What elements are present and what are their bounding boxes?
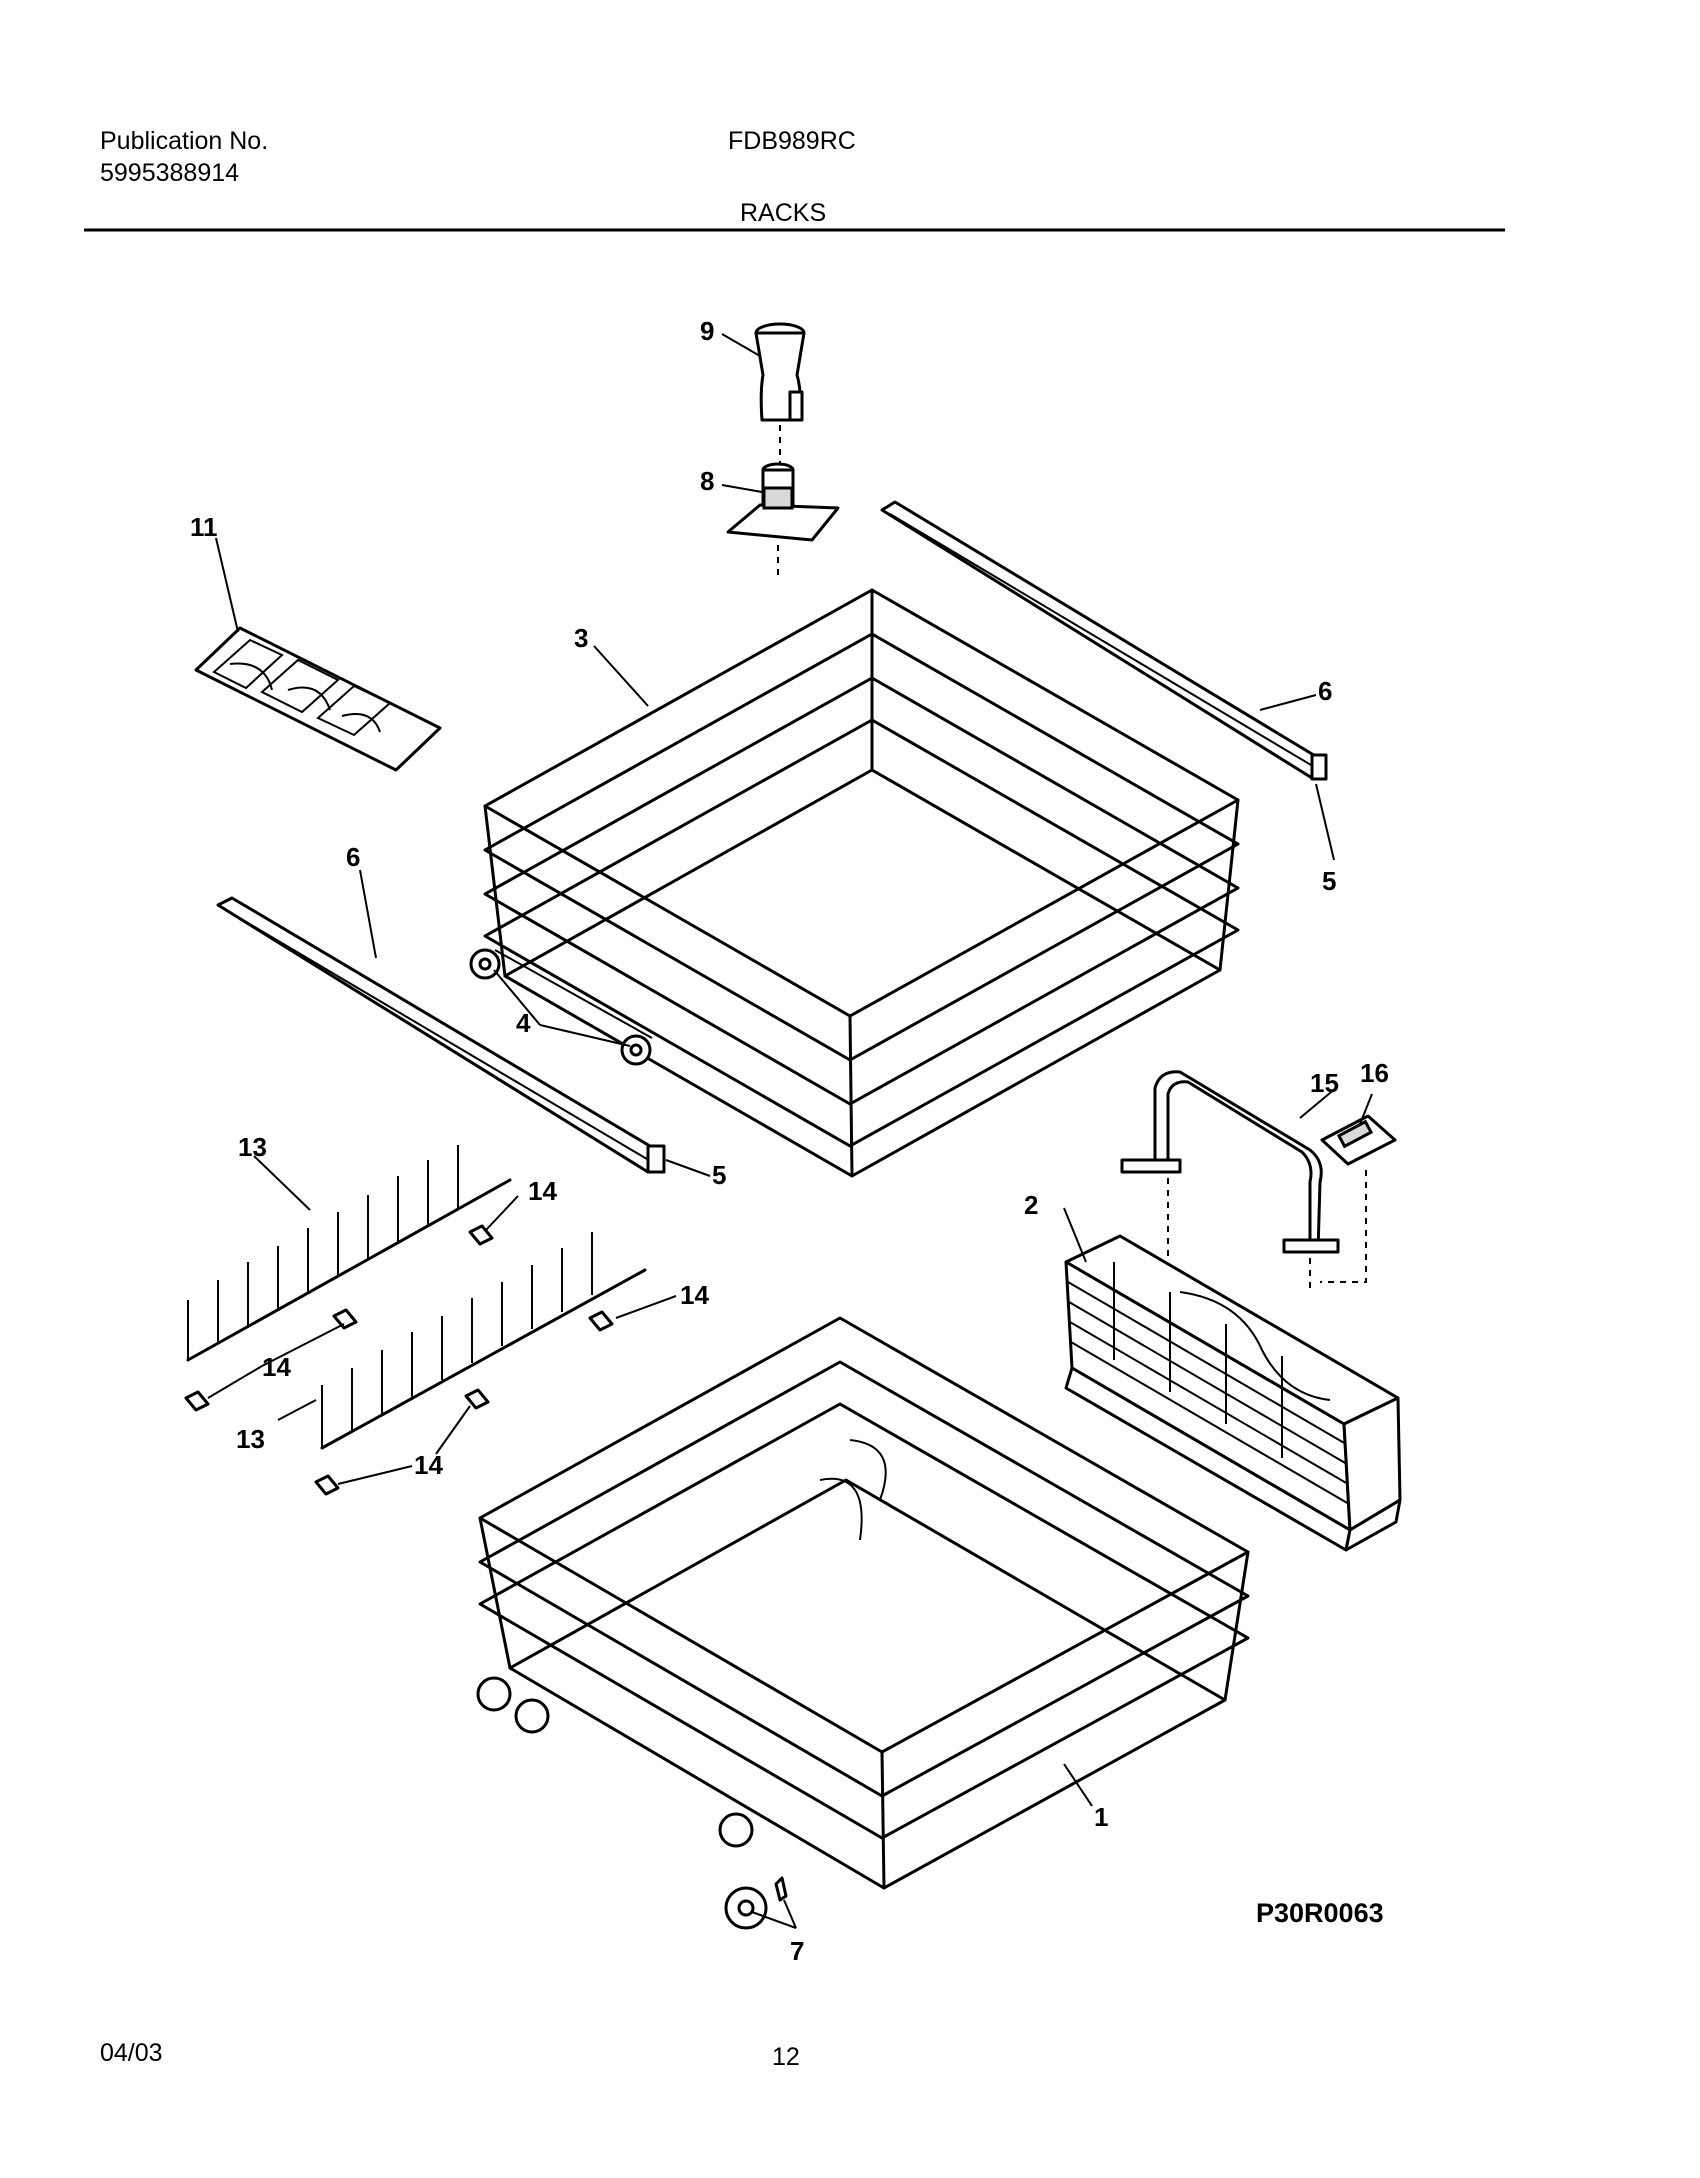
callout-8: 8 [700,466,714,496]
callout-6-left: 6 [346,842,360,872]
part-13-tine-rows [186,1145,647,1450]
part-2-silverware-basket [1064,1234,1402,1552]
footer-date: 04/03 [100,2039,163,2067]
callout-7: 7 [790,1936,804,1966]
callout-5-left: 5 [712,1160,726,1190]
callout-6-right: 6 [1318,676,1332,706]
callout-14-a: 14 [528,1176,557,1206]
part-15-basket-handle [1120,1070,1340,1290]
page-number: 12 [772,2043,800,2071]
part-7-wheels [476,1676,788,1930]
part-9-wash-tube [754,322,806,470]
callout-15: 15 [1310,1068,1339,1098]
callout-11: 11 [190,512,218,542]
callout-3: 3 [574,623,588,653]
part-6-rail-left [216,896,662,1174]
part-6-rail-right [880,500,1324,780]
part-8-nozzle [726,462,840,580]
drawing-code: P30R0063 [1256,1898,1384,1928]
callout-14-b: 14 [680,1280,709,1310]
callout-5-right: 5 [1322,866,1336,896]
callout-9: 9 [700,316,714,346]
callout-13-bottom: 13 [236,1424,265,1454]
model-number: FDB989RC [728,127,856,155]
callout-16: 16 [1360,1058,1389,1088]
callout-14-c: 14 [262,1352,291,1382]
callout-13-top: 13 [238,1132,267,1162]
part-16-basket-lid [1320,1114,1397,1283]
section-title: RACKS [740,199,827,227]
part-11-shelf-insert [194,626,442,772]
part-1-lower-rack [478,1316,1250,1890]
part-3-upper-rack [483,588,1240,1178]
publication-number: 5995388914 [100,159,240,187]
part-5-rail-stops [646,753,1328,1174]
callout-4: 4 [516,1008,531,1038]
leader-lines [207,333,1373,1929]
part-4-rack-rollers [469,948,653,1066]
callout-14-d: 14 [414,1450,443,1480]
callout-labels: 9 8 11 3 6 5 6 4 5 13 14 14 14 13 14 2 1… [190,316,1389,1966]
publication-label: Publication No. [100,127,269,155]
part-14-tine-clips [184,1224,614,1496]
callout-2: 2 [1024,1190,1038,1220]
callout-1: 1 [1094,1802,1108,1832]
